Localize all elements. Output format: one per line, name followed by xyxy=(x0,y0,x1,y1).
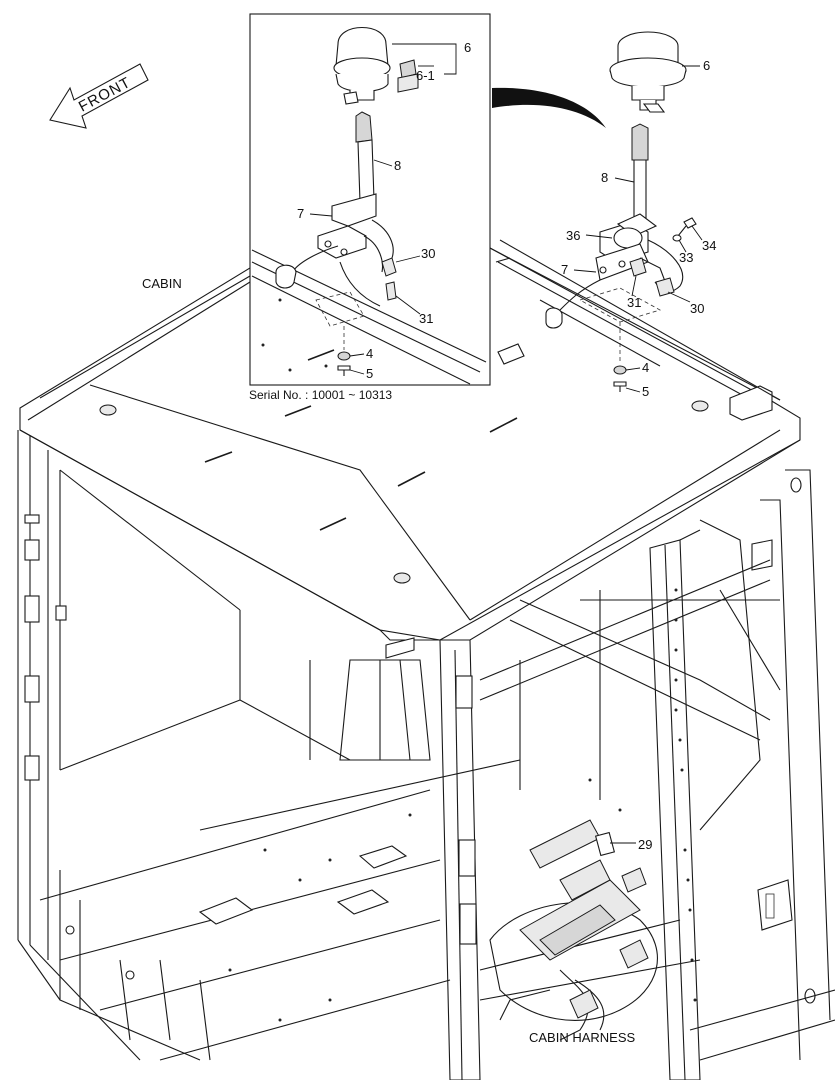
cabin-harness-label: CABIN HARNESS xyxy=(529,1030,636,1045)
cabin-harness: 29 CABIN HARNESS xyxy=(489,819,658,1045)
callout-8: 8 xyxy=(601,170,608,185)
callout-36: 36 xyxy=(566,228,580,243)
inset-detail: 6-1 6 8 7 30 31 4 xyxy=(249,13,491,402)
cabin-label: CABIN xyxy=(142,276,182,291)
callout-31: 31 xyxy=(627,295,641,310)
inset-callout-5: 5 xyxy=(366,366,373,381)
callout-33: 33 xyxy=(679,250,693,265)
inset-callout-6: 6 xyxy=(464,40,471,55)
callout-30: 30 xyxy=(690,301,704,316)
inset-callout-7: 7 xyxy=(297,206,304,221)
cabin-frame xyxy=(17,247,835,1080)
serial-label: Serial No. : 10001 ~ 10313 xyxy=(249,388,392,402)
inset-callout-6-1: 6-1 xyxy=(416,68,435,83)
inset-callout-31: 31 xyxy=(419,311,433,326)
callout-5: 5 xyxy=(642,384,649,399)
inset-callout-30: 30 xyxy=(421,246,435,261)
callout-34: 34 xyxy=(702,238,716,253)
frame-holes xyxy=(228,588,697,1022)
callout-6: 6 xyxy=(703,58,710,73)
inset-callout-8: 8 xyxy=(394,158,401,173)
callout-4: 4 xyxy=(642,360,649,375)
front-arrow: FRONT xyxy=(49,63,149,129)
inset-callout-4: 4 xyxy=(366,346,373,361)
main-beacon-assembly: 6 8 36 7 34 33 31 30 xyxy=(492,31,781,401)
inset-pointer-arrow xyxy=(492,87,606,128)
callout-29: 29 xyxy=(638,837,652,852)
callout-7: 7 xyxy=(561,262,568,277)
